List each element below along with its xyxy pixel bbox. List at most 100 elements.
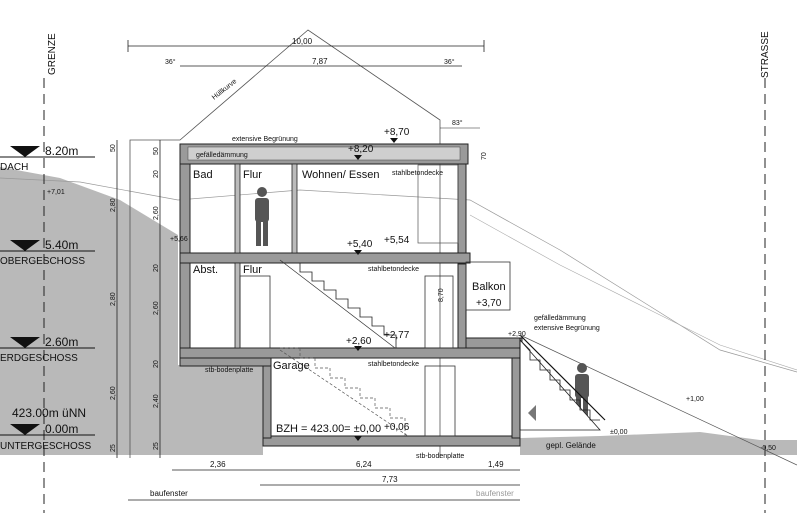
dim-vertical-inner-labels: 50 20 2,60 20 2,60 20 2,40 25	[153, 147, 160, 450]
slab-base	[262, 435, 521, 447]
stair-line-ug	[279, 349, 409, 437]
section-arrow	[528, 405, 536, 421]
svg-text:50: 50	[153, 147, 160, 155]
svg-text:20: 20	[153, 360, 160, 368]
svg-text:2,80: 2,80	[110, 198, 117, 212]
street-terrain-line	[469, 214, 797, 371]
level-marker-og: 5.40m OBERGESCHOSS	[0, 238, 95, 267]
slab-eg	[179, 347, 521, 359]
spot-marker	[354, 346, 362, 351]
spot-260: +2,60	[346, 336, 372, 347]
wall-ug-right	[511, 357, 521, 439]
balcony-label: Balkon	[472, 281, 506, 293]
balcony-greening: extensive Begrünung	[534, 325, 600, 332]
spot-000: ±0,00	[610, 429, 628, 436]
eg-bodenplatte-left	[179, 357, 272, 367]
dim-bottom-a: 2,36	[210, 460, 226, 469]
wall-right-og	[457, 163, 467, 255]
spot-marker	[354, 436, 362, 441]
dim-baufenster-1: baufenster	[150, 489, 188, 498]
door-eg-flur	[239, 275, 271, 349]
svg-text:25: 25	[110, 444, 117, 452]
level-marker-eg: 2.60m ERDGESCHOSS	[0, 335, 95, 364]
dim-bottom-b: 6,24	[356, 460, 372, 469]
svg-text:UNTERGESCHOSS: UNTERGESCHOSS	[0, 441, 91, 452]
dim-angle-right: 36°	[444, 58, 455, 66]
dim-parapet: 70	[481, 152, 488, 160]
stair-ug-eg	[280, 347, 406, 436]
exterior-stair	[519, 334, 606, 431]
svg-text:2,60: 2,60	[110, 386, 117, 400]
svg-text:20: 20	[153, 264, 160, 272]
spot-820: +8,20	[348, 144, 374, 155]
spot-290: +2,90	[508, 331, 526, 338]
label-bodenplatte-ug: stb-bodenplatte	[416, 453, 464, 460]
room-flur-eg: Flur	[243, 264, 262, 276]
svg-text:2,60: 2,60	[153, 301, 160, 315]
existing-terrain-line	[0, 177, 797, 373]
room-abst: Abst.	[193, 264, 218, 276]
room-garage: Garage	[273, 360, 310, 372]
spot-100: +1,00	[686, 396, 704, 403]
street-railing-line	[519, 334, 797, 466]
label-slab-ug: stahlbetondecke	[368, 361, 419, 368]
svg-text:423.00m üNN: 423.00m üNN	[12, 406, 86, 420]
door-eg-right	[424, 275, 454, 349]
svg-text:DACH: DACH	[0, 162, 28, 173]
room-bad: Bad	[193, 169, 213, 181]
spot-370: +3,70	[476, 298, 502, 309]
door-ug	[424, 365, 456, 437]
dim-overall: 10,00	[292, 37, 313, 46]
terrain-fill-under-house	[178, 365, 263, 455]
room-wohnen: Wohnen/ Essen	[302, 169, 379, 181]
svg-text:20: 20	[153, 170, 160, 178]
dim-vertical-outer-labels: 50 2,80 2,80 2,60 25	[110, 144, 117, 452]
wall-ug-left	[262, 357, 272, 439]
label-strasse: STRASSE	[760, 31, 771, 78]
level-marker-dach: 8.20m DACH	[0, 144, 95, 173]
svg-text:5.40m: 5.40m	[45, 238, 78, 252]
svg-text:2,60: 2,60	[153, 206, 160, 220]
spot-566: +5,66	[170, 236, 188, 243]
dim-middle: 7,87	[312, 57, 328, 66]
svg-text:0.00m: 0.00m	[45, 422, 78, 436]
spot-277: +2,77	[384, 330, 410, 341]
label-slab-eg: stahlbetondecke	[368, 266, 419, 273]
spot-050: -0,50	[760, 445, 776, 452]
spot-marker	[354, 250, 362, 255]
spot-540: +5,40	[347, 239, 373, 250]
stair-line	[279, 259, 396, 349]
label-slab-og: stahlbetondecke	[392, 170, 443, 177]
window-og	[417, 164, 459, 244]
dim-bottom-c: 1,49	[488, 460, 504, 469]
wall-og-flur-wohnen	[291, 163, 298, 254]
balcony-slab	[465, 337, 523, 349]
dim-balcony-angle: 83°	[452, 119, 463, 127]
balcony-insulation: gefälledämmung	[534, 315, 586, 322]
dim-angle-left: 36°	[165, 58, 176, 66]
slab-og	[179, 252, 471, 264]
svg-text:2,80: 2,80	[110, 292, 117, 306]
svg-text:2.60m: 2.60m	[45, 335, 78, 349]
label-envelope: Hüllkurve	[211, 78, 238, 102]
spot-554: +5,54	[384, 235, 410, 246]
wall-og-bad-flur	[234, 163, 241, 254]
stair-eg-og	[282, 262, 397, 348]
level-marker-ug: 423.00m üNN 0.00m UNTERGESCHOSS	[0, 406, 95, 452]
dim-bottom-total: 7,73	[382, 475, 398, 484]
svg-text:OBERGESCHOSS: OBERGESCHOSS	[0, 256, 85, 267]
room-flur-og: Flur	[243, 169, 262, 181]
svg-text:8.20m: 8.20m	[45, 144, 78, 158]
balcony-railing	[465, 261, 511, 311]
dim-door: 8,70	[438, 288, 445, 302]
dim-baufenster-2: baufenster	[476, 489, 514, 498]
envelope-curve	[129, 29, 441, 458]
svg-text:25: 25	[153, 442, 160, 450]
spot-701: +7,01	[47, 189, 65, 196]
label-grenze: GRENZE	[47, 33, 58, 75]
person-figure-og	[255, 187, 269, 246]
spot-870: +8,70	[384, 127, 410, 138]
spot-006: +0,06	[384, 422, 410, 433]
svg-text:2,40: 2,40	[153, 394, 160, 408]
